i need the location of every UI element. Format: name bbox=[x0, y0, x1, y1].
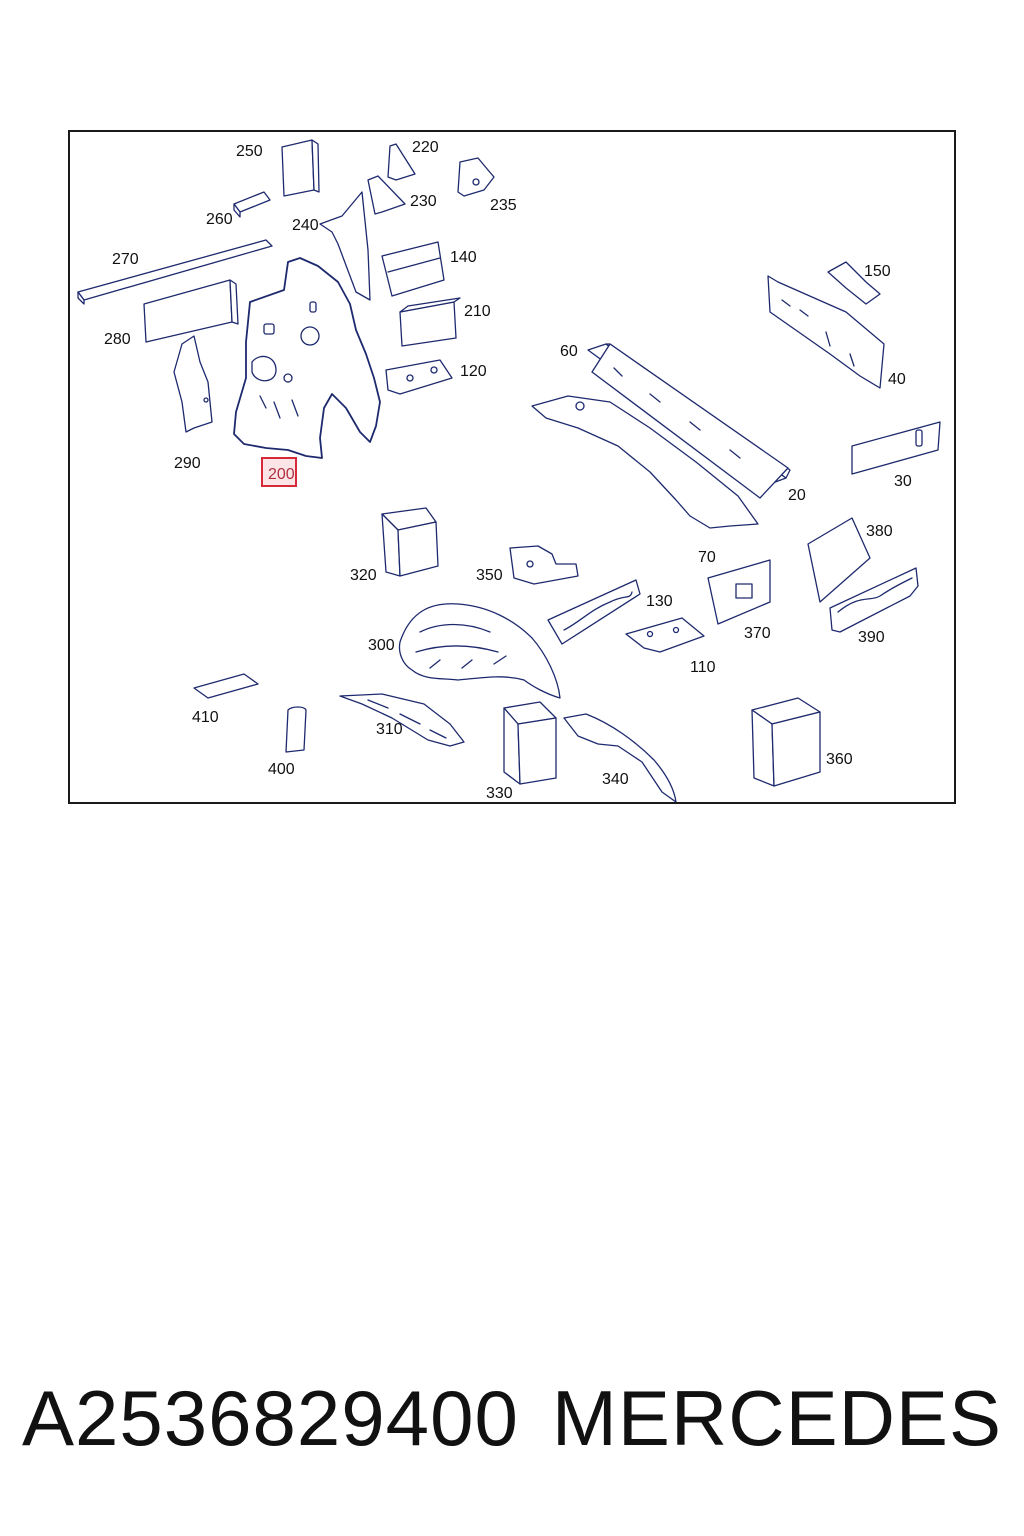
part-280 bbox=[143, 279, 239, 343]
callout-110[interactable]: 110 bbox=[690, 659, 716, 676]
callout-270[interactable]: 270 bbox=[112, 251, 139, 268]
callout-360[interactable]: 360 bbox=[826, 751, 853, 768]
callout-410[interactable]: 410 bbox=[192, 709, 219, 726]
part-350 bbox=[509, 545, 579, 585]
parts-diagram: 250 220 235 230 260 240 270 140 150 280 … bbox=[68, 130, 956, 804]
callout-130[interactable]: 130 bbox=[646, 593, 673, 610]
part-240 bbox=[319, 191, 371, 301]
callout-20[interactable]: 20 bbox=[788, 487, 806, 504]
part-270 bbox=[77, 239, 273, 305]
callout-290[interactable]: 290 bbox=[174, 455, 201, 472]
callout-labels: 250 220 235 230 260 240 270 140 150 280 … bbox=[104, 139, 912, 802]
callout-330[interactable]: 330 bbox=[486, 785, 513, 802]
part-330 bbox=[503, 701, 557, 785]
callout-30[interactable]: 30 bbox=[894, 473, 912, 490]
callout-230[interactable]: 230 bbox=[410, 193, 437, 210]
callout-340[interactable]: 340 bbox=[602, 771, 629, 788]
part-120 bbox=[385, 359, 453, 395]
callout-220[interactable]: 220 bbox=[412, 139, 439, 156]
part-200 bbox=[233, 257, 381, 459]
callout-210[interactable]: 210 bbox=[464, 303, 491, 320]
exploded-view-drawing: 250 220 235 230 260 240 270 140 150 280 … bbox=[77, 139, 941, 802]
part-220 bbox=[387, 143, 416, 181]
callout-260[interactable]: 260 bbox=[206, 211, 233, 228]
part-230 bbox=[367, 175, 406, 215]
callout-390[interactable]: 390 bbox=[858, 629, 885, 646]
callout-380[interactable]: 380 bbox=[866, 523, 893, 540]
callout-310[interactable]: 310 bbox=[376, 721, 403, 738]
part-250 bbox=[281, 139, 320, 197]
part-300 bbox=[398, 603, 561, 699]
callout-320[interactable]: 320 bbox=[350, 567, 377, 584]
callout-280[interactable]: 280 bbox=[104, 331, 131, 348]
part-260 bbox=[233, 191, 271, 218]
footer: A2536829400 MERCEDES bbox=[0, 1368, 1024, 1468]
part-30 bbox=[851, 421, 941, 475]
callout-150[interactable]: 150 bbox=[864, 263, 891, 280]
part-410 bbox=[193, 673, 259, 699]
callout-400[interactable]: 400 bbox=[268, 761, 295, 778]
part-390 bbox=[829, 567, 919, 633]
part-110 bbox=[625, 617, 705, 653]
part-150 bbox=[827, 261, 881, 305]
part-360 bbox=[751, 697, 821, 787]
callout-200-highlight[interactable] bbox=[261, 457, 297, 487]
callout-300[interactable]: 300 bbox=[368, 637, 395, 654]
part-380 bbox=[807, 517, 871, 603]
callout-370[interactable]: 370 bbox=[744, 625, 771, 642]
part-235 bbox=[457, 157, 495, 197]
part-140 bbox=[381, 241, 445, 297]
callout-200[interactable]: 200 bbox=[268, 466, 295, 483]
part-370 bbox=[707, 559, 771, 625]
callout-120[interactable]: 120 bbox=[460, 363, 487, 380]
part-400 bbox=[285, 706, 307, 753]
part-340 bbox=[563, 713, 677, 802]
brand-name: MERCEDES bbox=[551, 1374, 1002, 1462]
callout-60[interactable]: 60 bbox=[560, 343, 578, 360]
part-290 bbox=[173, 335, 213, 433]
part-70 bbox=[531, 395, 759, 529]
part-number: A2536829400 bbox=[22, 1374, 519, 1462]
part-20 bbox=[591, 343, 789, 499]
callout-140[interactable]: 140 bbox=[450, 249, 477, 266]
part-320 bbox=[381, 507, 439, 577]
part-210 bbox=[399, 297, 461, 347]
callout-235[interactable]: 235 bbox=[490, 197, 517, 214]
callout-250[interactable]: 250 bbox=[236, 143, 263, 160]
part-310 bbox=[339, 693, 465, 747]
callout-240[interactable]: 240 bbox=[292, 217, 319, 234]
callout-350[interactable]: 350 bbox=[476, 567, 503, 584]
callout-40[interactable]: 40 bbox=[888, 371, 906, 388]
part-40 bbox=[767, 275, 885, 389]
callout-70[interactable]: 70 bbox=[698, 549, 716, 566]
part-130 bbox=[547, 579, 641, 645]
